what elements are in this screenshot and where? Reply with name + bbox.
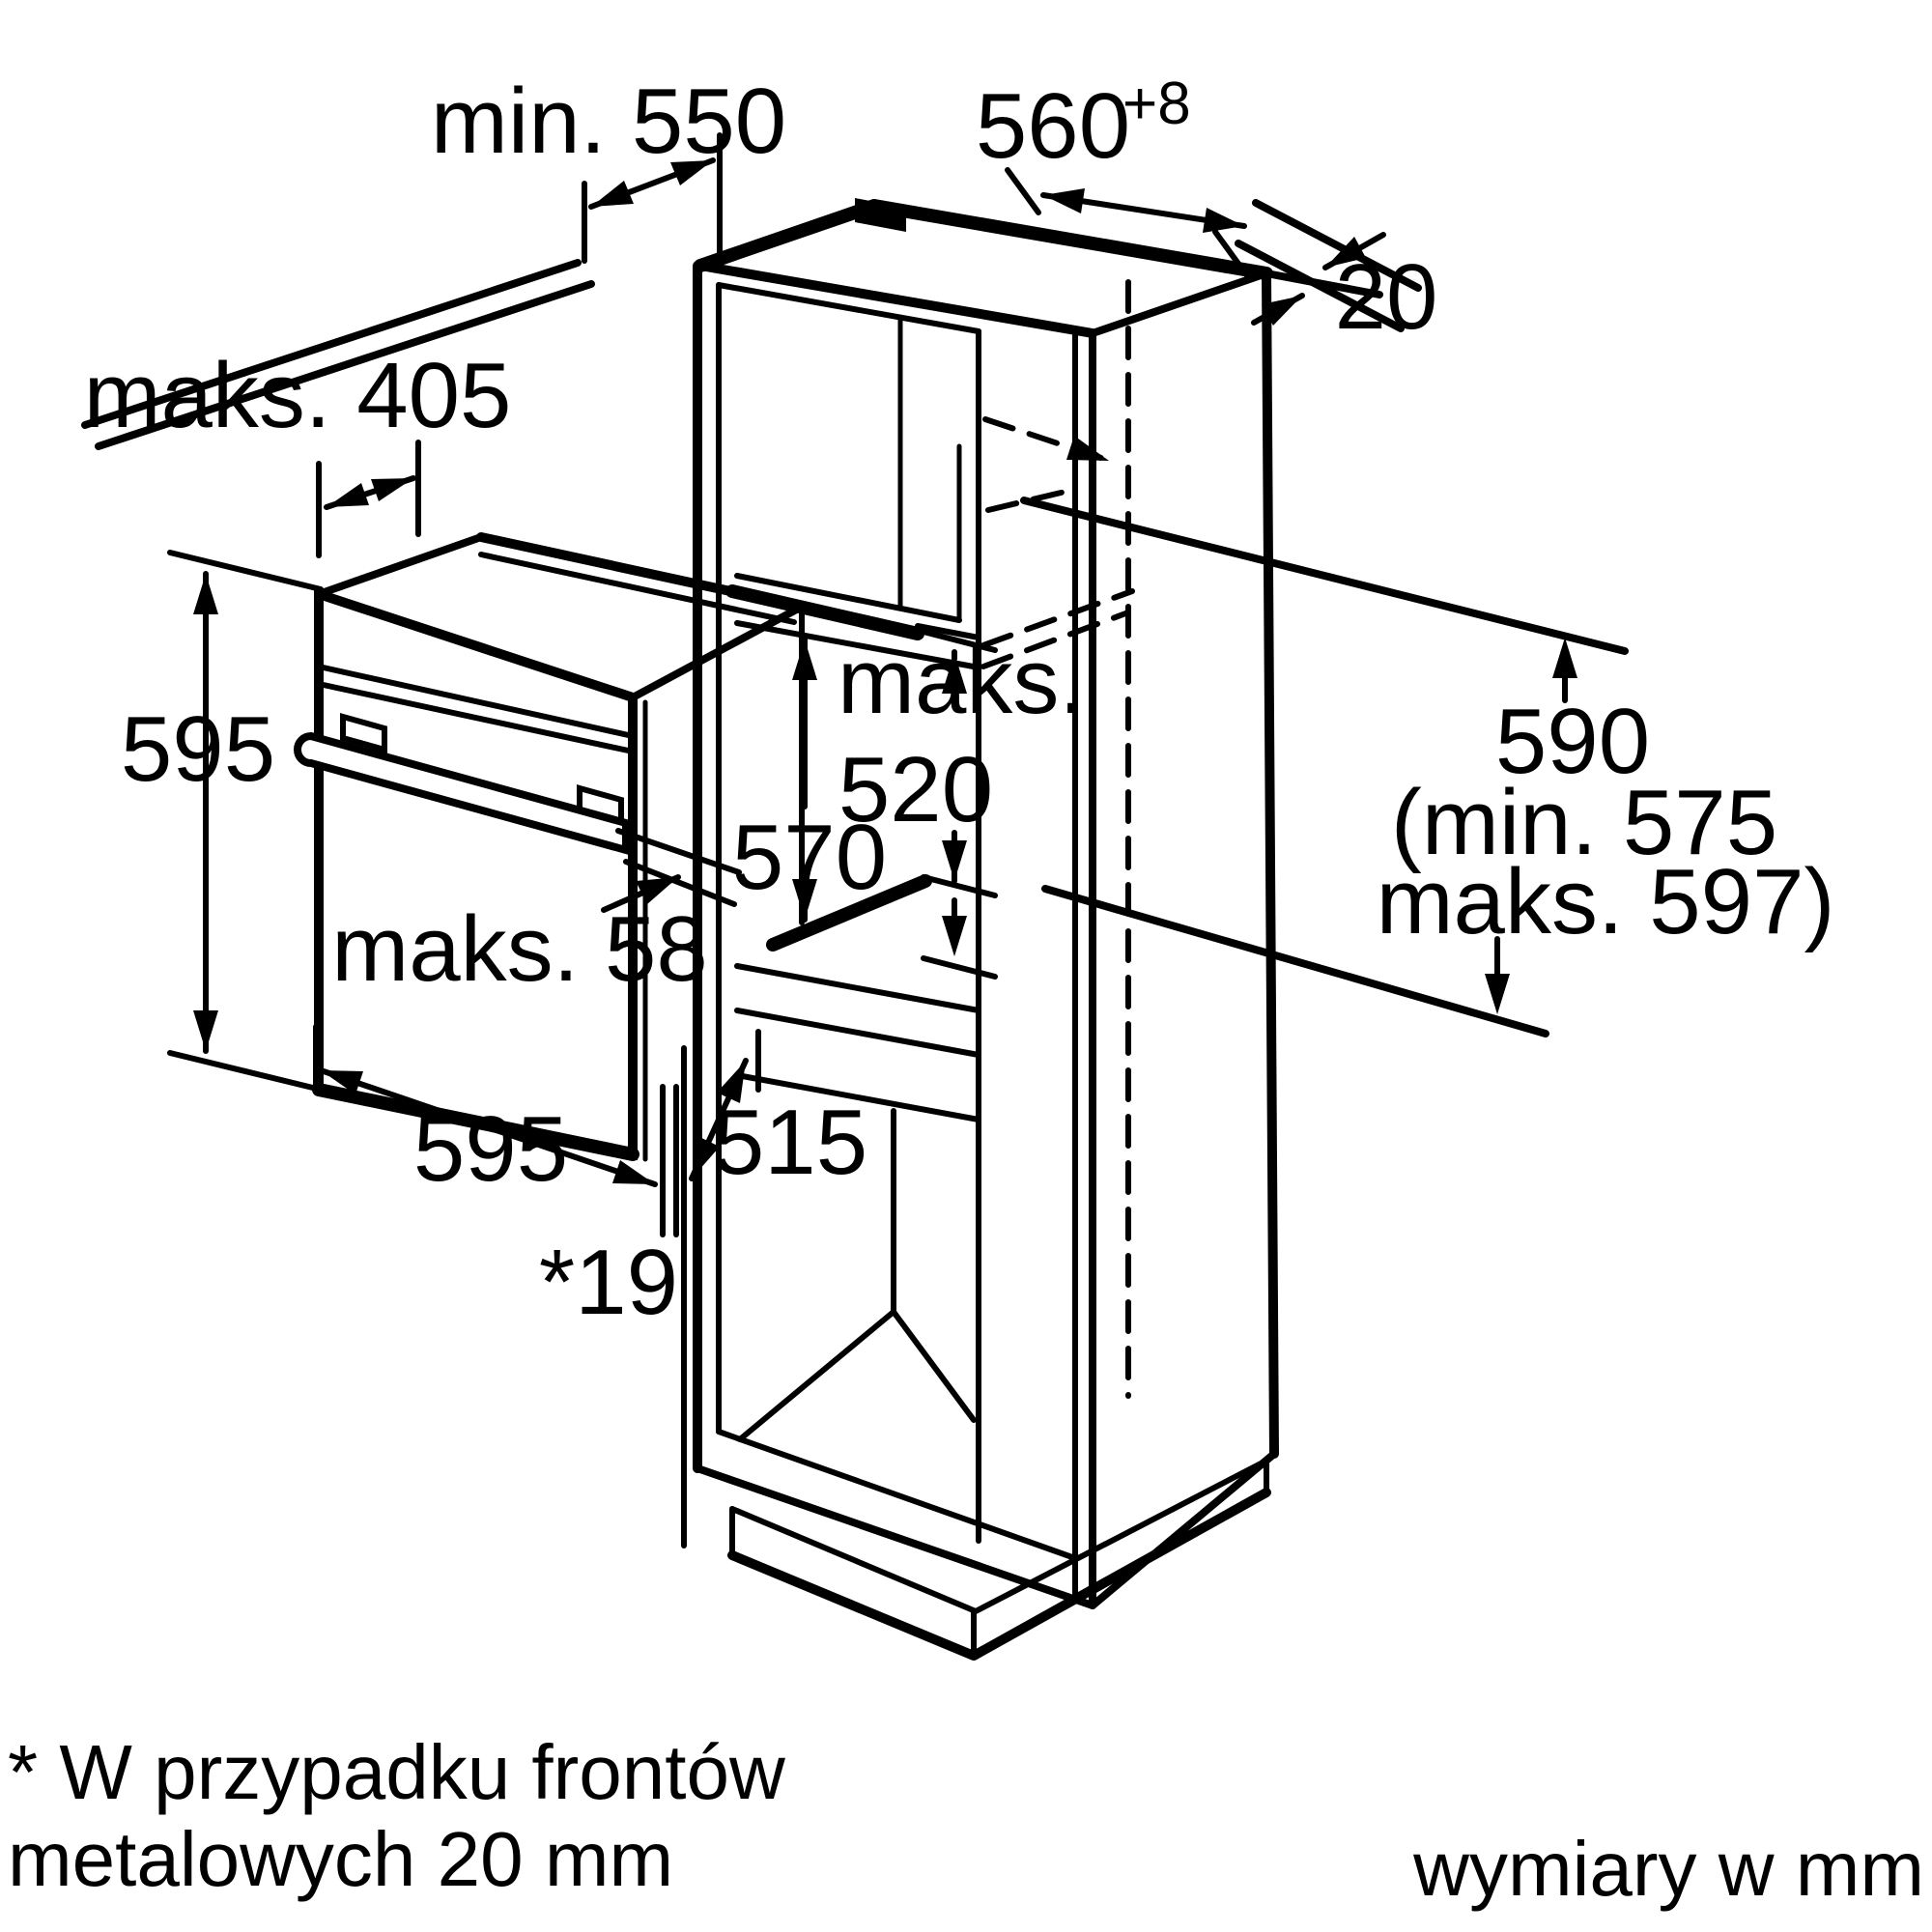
label-maks-405: maks. 405	[84, 344, 512, 447]
label-min-550: min. 550	[431, 70, 786, 173]
cabinet-top-right-edge	[1089, 270, 1270, 337]
handle-bar	[294, 731, 630, 856]
plinth	[694, 1450, 1278, 1661]
label-590-max: maks. 597)	[1377, 850, 1835, 953]
dimension-maks-405: maks. 405	[84, 344, 512, 558]
cabinet-top-front-edge	[696, 261, 1097, 338]
label-maks-58: maks. 58	[331, 897, 707, 1001]
label-590: 590	[1495, 690, 1650, 793]
units-note: wymiary w mm	[1412, 1826, 1924, 1912]
niche-level-reference-lines	[1020, 497, 1629, 1037]
label-560: 560	[976, 74, 1130, 178]
footnote-line1: * W przypadku frontów	[8, 1729, 785, 1815]
cabinet-back-right-edge	[1262, 269, 1279, 1459]
adjacent-worktop-lines	[81, 259, 595, 450]
hidden-edges	[980, 279, 1135, 1399]
dimension-19: *19	[539, 1231, 678, 1334]
label-515: 515	[713, 1091, 867, 1194]
label-595-width: 595	[413, 1097, 568, 1201]
dimension-570: 570	[732, 637, 887, 923]
label-590-min: (min. 575	[1391, 771, 1777, 874]
handle-bracket-left	[340, 713, 387, 753]
oven-top-right-edge	[629, 603, 806, 701]
niche-floor	[734, 874, 981, 1122]
dimension-595-bottom: 595	[313, 1024, 658, 1201]
cabinet	[681, 198, 1629, 1661]
dimension-595-left: 595	[121, 550, 324, 1093]
oven-top-back-edge	[476, 532, 807, 611]
label-570: 570	[732, 806, 887, 909]
dimension-min-550: min. 550	[431, 70, 786, 266]
control-panel-bottom	[316, 664, 636, 739]
dimension-515: 515	[689, 1029, 867, 1194]
label-19: *19	[539, 1231, 678, 1334]
frame-inner-top	[716, 282, 981, 334]
footnote-line2: metalowych 20 mm	[8, 1816, 673, 1902]
top-notch	[855, 198, 906, 232]
dimension-maks-58: maks. 58	[331, 828, 742, 1001]
lower-compartment	[716, 1108, 1075, 1560]
cabinet-top-left-edge	[694, 199, 881, 272]
label-560-tolerance: +8	[1122, 71, 1191, 137]
dimension-maks-520: maks. 520	[838, 629, 1085, 980]
dimension-590: 590 (min. 575 maks. 597)	[1377, 638, 1835, 1014]
oven	[294, 532, 807, 1237]
label-595-height: 595	[121, 697, 275, 801]
door-top-edge	[316, 681, 636, 754]
label-maks: maks.	[838, 630, 1085, 733]
label-20: 20	[1335, 245, 1438, 349]
oven-top-left-edge	[315, 533, 485, 598]
dimension-560: 560 +8	[976, 71, 1249, 277]
oven-handle	[294, 713, 630, 856]
dimension-20: 20	[1335, 245, 1438, 349]
cabinet-top-back-edge	[867, 199, 1273, 280]
label-520: 520	[838, 738, 993, 841]
rear-wall-lines	[1235, 199, 1422, 332]
oven-top-step	[478, 552, 797, 625]
